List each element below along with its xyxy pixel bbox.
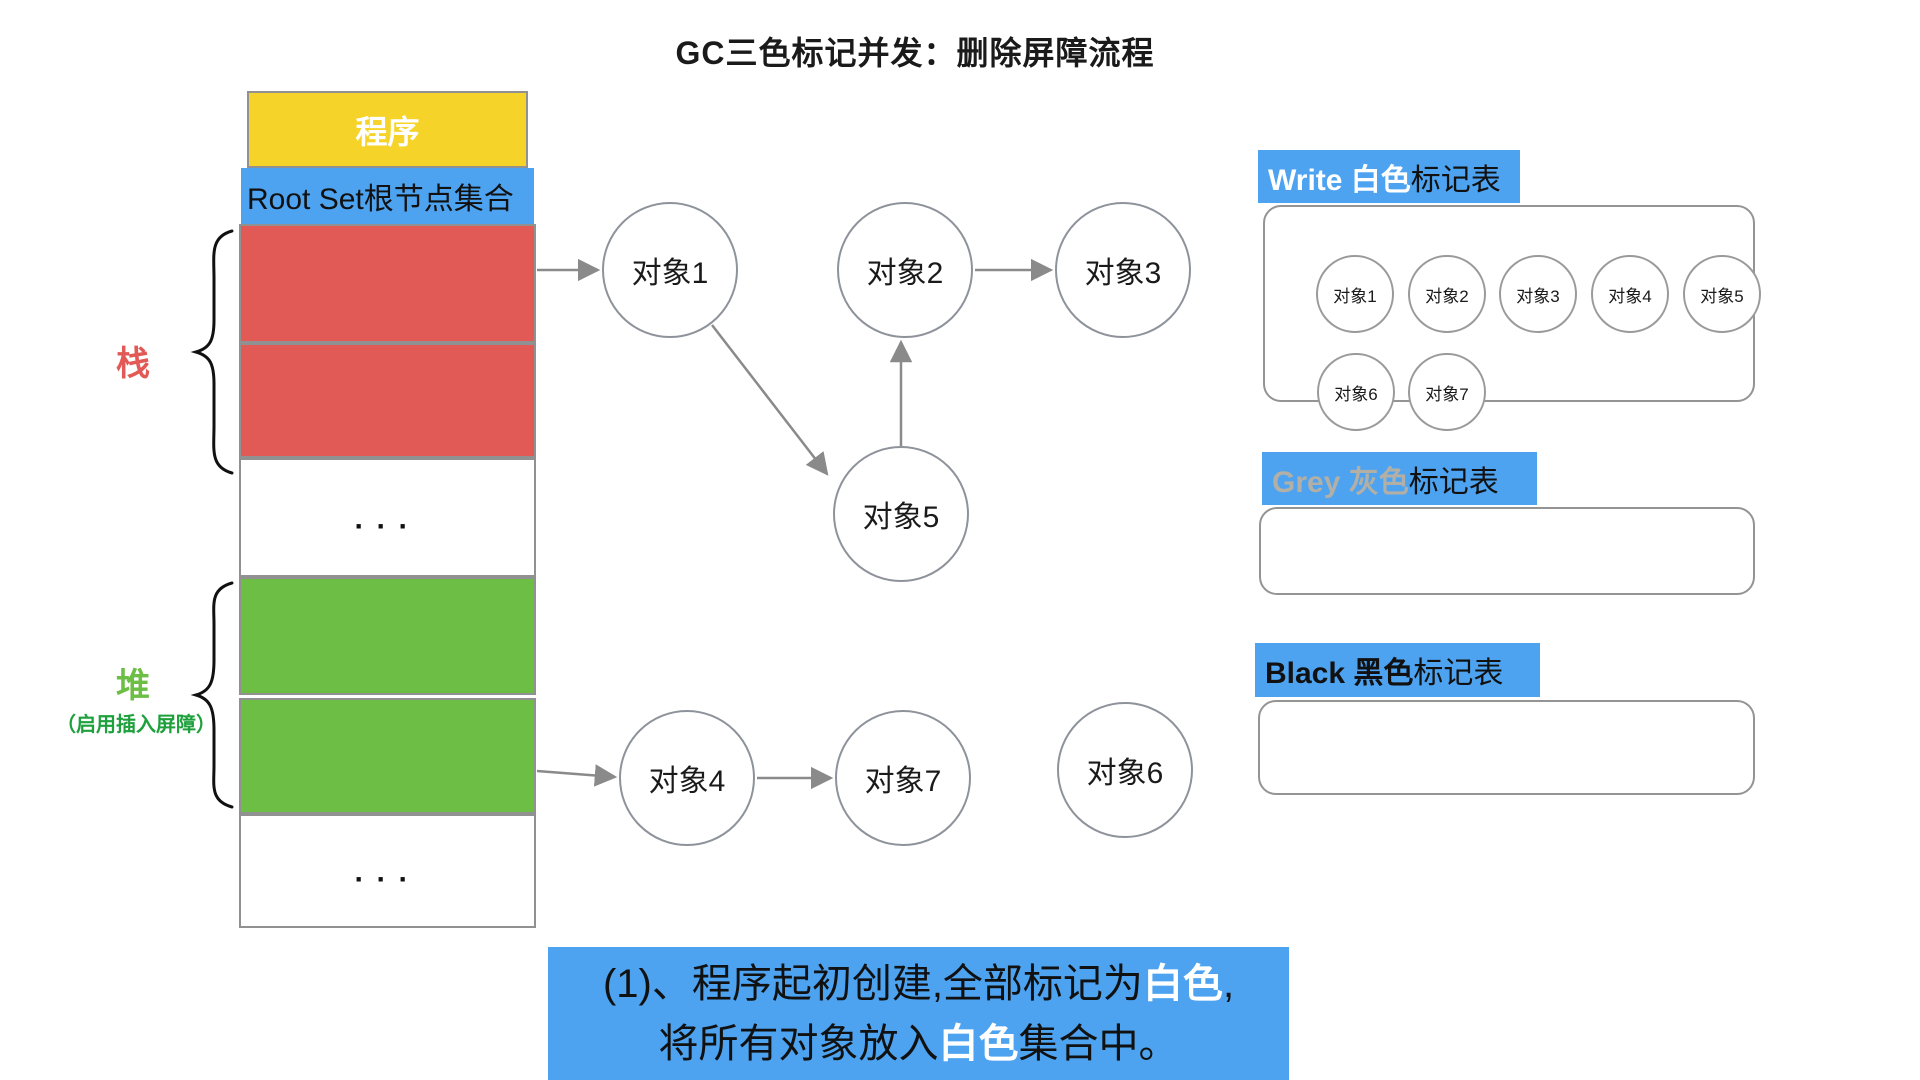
object-node-1: 对象1 bbox=[602, 202, 738, 338]
stack-ellipsis-box: ··· bbox=[239, 458, 536, 577]
grey-table-box bbox=[1259, 507, 1755, 595]
object-node-5: 对象5 bbox=[833, 446, 969, 582]
white-table-item: 对象5 bbox=[1683, 255, 1761, 333]
heap-slot-2 bbox=[239, 698, 536, 814]
white-table-item: 对象1 bbox=[1316, 255, 1394, 333]
heap-label: 堆 bbox=[116, 667, 150, 705]
white-table-item: 对象3 bbox=[1499, 255, 1577, 333]
root-set-label: Root Set根节点集合 bbox=[247, 183, 514, 216]
heap-note-label: （启用插入屏障） bbox=[56, 714, 216, 736]
object-node-7: 对象7 bbox=[835, 710, 971, 846]
white-table-item: 对象7 bbox=[1408, 353, 1486, 431]
program-box: 程序 bbox=[247, 91, 528, 168]
white-table-box: 对象1 对象2 对象3 对象4 对象5 对象6 对象7 bbox=[1263, 205, 1761, 431]
grey-table-title-rest: 标记表 bbox=[1408, 465, 1499, 499]
white-table-item: 对象2 bbox=[1408, 255, 1486, 333]
ellipsis: ··· bbox=[354, 863, 421, 896]
object-node-4: 对象4 bbox=[619, 710, 755, 846]
object-node-4-label: 对象4 bbox=[648, 765, 726, 798]
step-note-line2: 将所有对象放入白色集合中。 bbox=[658, 1022, 1179, 1066]
step-note-line1: (1)、程序起初创建,全部标记为白色, bbox=[602, 962, 1235, 1006]
object-node-6-label: 对象6 bbox=[1086, 757, 1164, 790]
object-node-5-label: 对象5 bbox=[862, 501, 940, 534]
black-table-title-rest: 标记表 bbox=[1413, 657, 1504, 690]
program-label: 程序 bbox=[355, 113, 420, 150]
white-table-header: Write 白色标记表 bbox=[1258, 150, 1520, 203]
heap-slot-1 bbox=[239, 577, 536, 695]
black-table-header: Black 黑色标记表 bbox=[1255, 643, 1540, 697]
stack-label: 栈 bbox=[116, 345, 150, 383]
heap-brace bbox=[190, 581, 234, 809]
white-table-item: 对象6 bbox=[1317, 353, 1395, 431]
object-node-2: 对象2 bbox=[837, 202, 973, 338]
heap-ellipsis-box: ··· bbox=[239, 814, 536, 928]
object-node-7-label: 对象7 bbox=[864, 765, 942, 798]
step-note: (1)、程序起初创建,全部标记为白色, 将所有对象放入白色集合中。 bbox=[548, 947, 1289, 1080]
page-title: GC三色标记并发：删除屏障流程 bbox=[675, 35, 1155, 71]
object-node-2-label: 对象2 bbox=[866, 257, 944, 290]
white-table-item: 对象4 bbox=[1591, 255, 1669, 333]
black-table-box bbox=[1258, 700, 1755, 795]
white-table-title-rest: 标记表 bbox=[1410, 163, 1501, 197]
arrow-obj1-to-obj5 bbox=[711, 324, 829, 476]
ellipsis: ··· bbox=[354, 509, 421, 543]
root-set-box: Root Set根节点集合 bbox=[241, 168, 534, 224]
object-node-3-label: 对象3 bbox=[1084, 257, 1162, 290]
stack-slot-1 bbox=[239, 224, 536, 343]
stack-slot-2 bbox=[239, 343, 536, 458]
black-table-title-highlight: Black 黑色 bbox=[1265, 657, 1414, 690]
arrow-heap-to-obj4 bbox=[536, 764, 618, 787]
object-node-1-label: 对象1 bbox=[631, 257, 709, 290]
object-node-3: 对象3 bbox=[1055, 202, 1191, 338]
object-node-6: 对象6 bbox=[1057, 702, 1193, 838]
white-table-title-highlight: Write 白色 bbox=[1268, 163, 1411, 197]
stack-brace bbox=[190, 229, 234, 475]
grey-table-title-highlight: Grey 灰色 bbox=[1272, 465, 1409, 499]
grey-table-header: Grey 灰色标记表 bbox=[1262, 452, 1537, 505]
